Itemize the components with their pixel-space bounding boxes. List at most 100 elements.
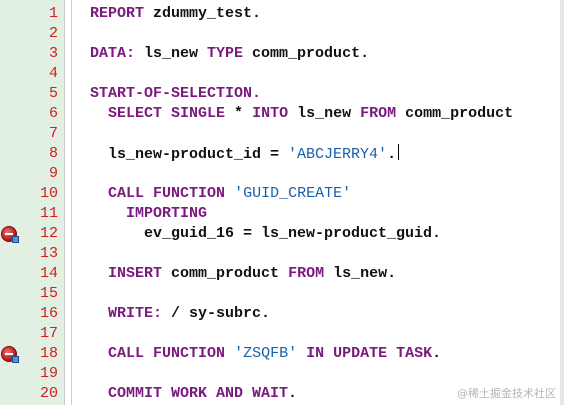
identifier-token xyxy=(90,105,108,122)
line-number: 20 xyxy=(39,385,58,402)
line-number: 4 xyxy=(48,65,58,82)
code-text[interactable]: IMPORTING xyxy=(90,204,207,224)
line-number: 3 xyxy=(48,45,58,62)
identifier-token: ls_new-product_id = xyxy=(90,146,289,163)
line-number: 11 xyxy=(39,205,58,222)
code-line[interactable]: 7 xyxy=(0,124,560,144)
identifier-token: . xyxy=(387,146,397,163)
string-literal-token: 'ZSQFB' xyxy=(234,345,298,362)
keyword-token: IMPORTING xyxy=(126,205,208,222)
code-line[interactable]: 19 xyxy=(0,364,560,384)
keyword-token: DATA: xyxy=(90,45,136,62)
keyword-token: INTO xyxy=(252,105,289,122)
code-line[interactable]: 14 INSERT comm_product FROM ls_new. xyxy=(0,264,560,284)
code-line[interactable]: 11 IMPORTING xyxy=(0,204,560,224)
identifier-token: / sy-subrc. xyxy=(162,305,271,322)
identifier-token: comm_product xyxy=(162,265,289,282)
identifier-token xyxy=(90,345,108,362)
line-number: 6 xyxy=(48,105,58,122)
code-text[interactable]: DATA: ls_new TYPE comm_product. xyxy=(90,44,369,64)
identifier-token: ev_guid_16 = ls_new-product_guid. xyxy=(90,225,442,242)
code-text[interactable]: START-OF-SELECTION. xyxy=(90,84,261,104)
code-line[interactable]: 15 xyxy=(0,284,560,304)
text-cursor xyxy=(398,144,400,160)
line-number: 8 xyxy=(48,145,58,162)
keyword-token: SELECT SINGLE xyxy=(108,105,226,122)
line-number: 14 xyxy=(39,265,58,282)
code-text[interactable]: REPORT zdummy_test. xyxy=(90,4,261,24)
breakpoint-icon[interactable] xyxy=(1,346,19,363)
keyword-token: START-OF-SELECTION. xyxy=(90,85,262,102)
line-number: 7 xyxy=(48,125,58,142)
line-number: 15 xyxy=(39,285,58,302)
keyword-token: FROM xyxy=(360,105,397,122)
keyword-token: FROM xyxy=(288,265,325,282)
code-line[interactable]: 18 CALL FUNCTION 'ZSQFB' IN UPDATE TASK. xyxy=(0,344,560,364)
identifier-token: zdummy_test. xyxy=(144,5,262,22)
string-literal-token: 'GUID_CREATE' xyxy=(234,185,352,202)
identifier-token: comm_product xyxy=(396,105,514,122)
code-line[interactable]: 3 DATA: ls_new TYPE comm_product. xyxy=(0,44,560,64)
code-line[interactable]: 20 COMMIT WORK AND WAIT. xyxy=(0,384,560,404)
line-number: 10 xyxy=(39,185,58,202)
code-text[interactable]: CALL FUNCTION 'ZSQFB' IN UPDATE TASK. xyxy=(90,344,441,364)
code-line[interactable]: 6 SELECT SINGLE * INTO ls_new FROM comm_… xyxy=(0,104,560,124)
string-literal-token: 'ABCJERRY4' xyxy=(288,146,388,163)
code-text[interactable]: WRITE: / sy-subrc. xyxy=(90,304,270,324)
keyword-token: CALL FUNCTION xyxy=(108,345,226,362)
code-text[interactable]: SELECT SINGLE * INTO ls_new FROM comm_pr… xyxy=(90,104,513,124)
code-text[interactable]: COMMIT WORK AND WAIT. xyxy=(90,384,297,404)
keyword-token: REPORT xyxy=(90,5,145,22)
identifier-token: . xyxy=(432,345,442,362)
keyword-token: WRITE: xyxy=(108,305,163,322)
identifier-token: . xyxy=(288,385,298,402)
code-line[interactable]: 17 xyxy=(0,324,560,344)
code-text[interactable]: ev_guid_16 = ls_new-product_guid. xyxy=(90,224,441,244)
code-line[interactable]: 12 ev_guid_16 = ls_new-product_guid. xyxy=(0,224,560,244)
code-line[interactable]: 1 REPORT zdummy_test. xyxy=(0,4,560,24)
line-number-gutter[interactable] xyxy=(0,0,64,405)
editor-scroll-edge xyxy=(560,0,564,405)
line-number: 5 xyxy=(48,85,58,102)
identifier-token xyxy=(297,345,306,362)
keyword-token: INSERT xyxy=(108,265,163,282)
identifier-token: ls_new. xyxy=(324,265,397,282)
breakpoint-icon[interactable] xyxy=(1,226,19,243)
code-text[interactable]: INSERT comm_product FROM ls_new. xyxy=(90,264,396,284)
code-line[interactable]: 4 xyxy=(0,64,560,84)
watermark: @稀土掘金技术社区 xyxy=(457,387,556,400)
identifier-token: * xyxy=(225,105,253,122)
keyword-token: CALL FUNCTION xyxy=(108,185,226,202)
keyword-token: COMMIT WORK AND WAIT xyxy=(108,385,289,402)
identifier-token: ls_new xyxy=(135,45,208,62)
identifier-token: ls_new xyxy=(288,105,361,122)
gutter-divider xyxy=(71,0,72,405)
line-number: 19 xyxy=(39,365,58,382)
identifier-token: comm_product. xyxy=(243,45,370,62)
identifier-token xyxy=(90,185,108,202)
identifier-token xyxy=(90,305,108,322)
line-number: 16 xyxy=(39,305,58,322)
identifier-token xyxy=(225,345,234,362)
line-number: 13 xyxy=(39,245,58,262)
identifier-token xyxy=(90,265,108,282)
line-number: 17 xyxy=(39,325,58,342)
line-number: 18 xyxy=(39,345,58,362)
code-text[interactable]: ls_new-product_id = 'ABCJERRY4'. xyxy=(90,144,400,165)
code-line[interactable]: 2 xyxy=(0,24,560,44)
line-number: 1 xyxy=(48,5,58,22)
code-line[interactable]: 5 START-OF-SELECTION. xyxy=(0,84,560,104)
code-line[interactable]: 16 WRITE: / sy-subrc. xyxy=(0,304,560,324)
code-text[interactable]: CALL FUNCTION 'GUID_CREATE' xyxy=(90,184,351,204)
keyword-token: TYPE xyxy=(207,45,244,62)
identifier-token xyxy=(90,385,108,402)
keyword-token: IN UPDATE TASK xyxy=(306,345,433,362)
identifier-token xyxy=(90,205,126,222)
line-number: 12 xyxy=(39,225,58,242)
code-line[interactable]: 8 ls_new-product_id = 'ABCJERRY4'. xyxy=(0,144,560,164)
code-line[interactable]: 13 xyxy=(0,244,560,264)
code-line[interactable]: 10 CALL FUNCTION 'GUID_CREATE' xyxy=(0,184,560,204)
line-number: 9 xyxy=(48,165,58,182)
code-line[interactable]: 9 xyxy=(0,164,560,184)
